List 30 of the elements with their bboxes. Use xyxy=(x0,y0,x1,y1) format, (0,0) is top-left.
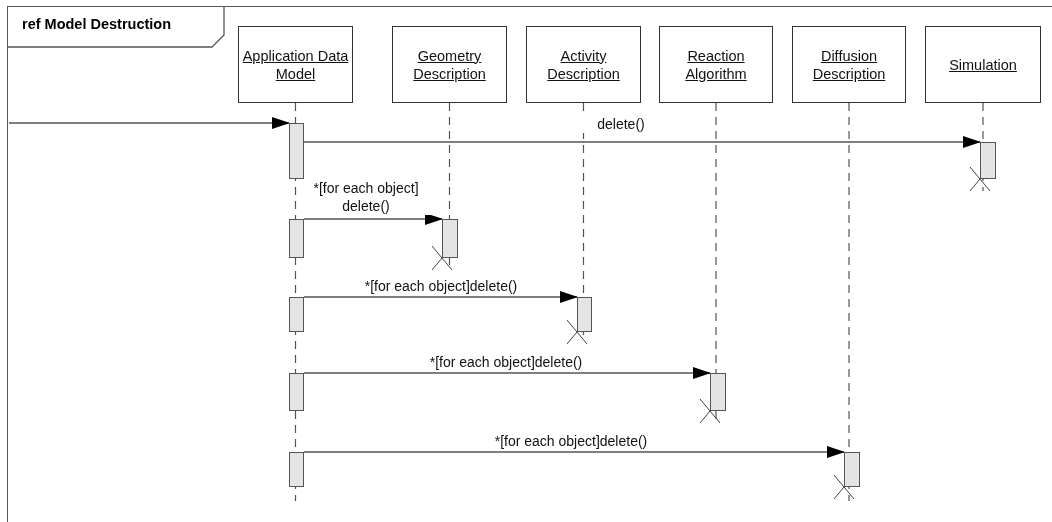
lifeline-name: Geometry Description xyxy=(412,46,487,83)
activation-bar xyxy=(289,297,304,332)
lifeline-name: Application Data Model xyxy=(241,46,350,83)
message-arrow xyxy=(303,136,981,148)
activation-bar xyxy=(710,373,726,411)
message-arrow xyxy=(303,446,845,458)
activation-bar xyxy=(844,452,860,487)
lifeline-head xyxy=(659,26,773,103)
lifeline-head xyxy=(526,26,641,103)
lifeline-head xyxy=(792,26,906,103)
frame-border xyxy=(7,6,1052,522)
lifeline-head xyxy=(925,26,1041,103)
lifeline-name: Diffusion Description xyxy=(811,46,887,83)
message-arrow xyxy=(303,291,578,303)
activation-bar xyxy=(289,452,304,487)
activation-bar xyxy=(289,123,304,179)
activation-bar xyxy=(980,142,996,179)
activation-bar xyxy=(289,373,304,411)
message-arrow xyxy=(303,367,711,379)
lifeline-head xyxy=(392,26,507,103)
message-arrow xyxy=(8,117,290,129)
message-arrow xyxy=(303,213,443,225)
lifeline-head xyxy=(238,26,353,103)
lifeline-name: Activity Description xyxy=(546,46,621,83)
activation-bar xyxy=(289,219,304,258)
frame-title: ref Model Destruction xyxy=(22,16,172,32)
activation-bar xyxy=(442,219,458,258)
activation-bar xyxy=(577,297,592,332)
lifeline-name: Simulation xyxy=(949,55,1017,74)
lifeline-name: Reaction Algorithm xyxy=(684,46,748,83)
